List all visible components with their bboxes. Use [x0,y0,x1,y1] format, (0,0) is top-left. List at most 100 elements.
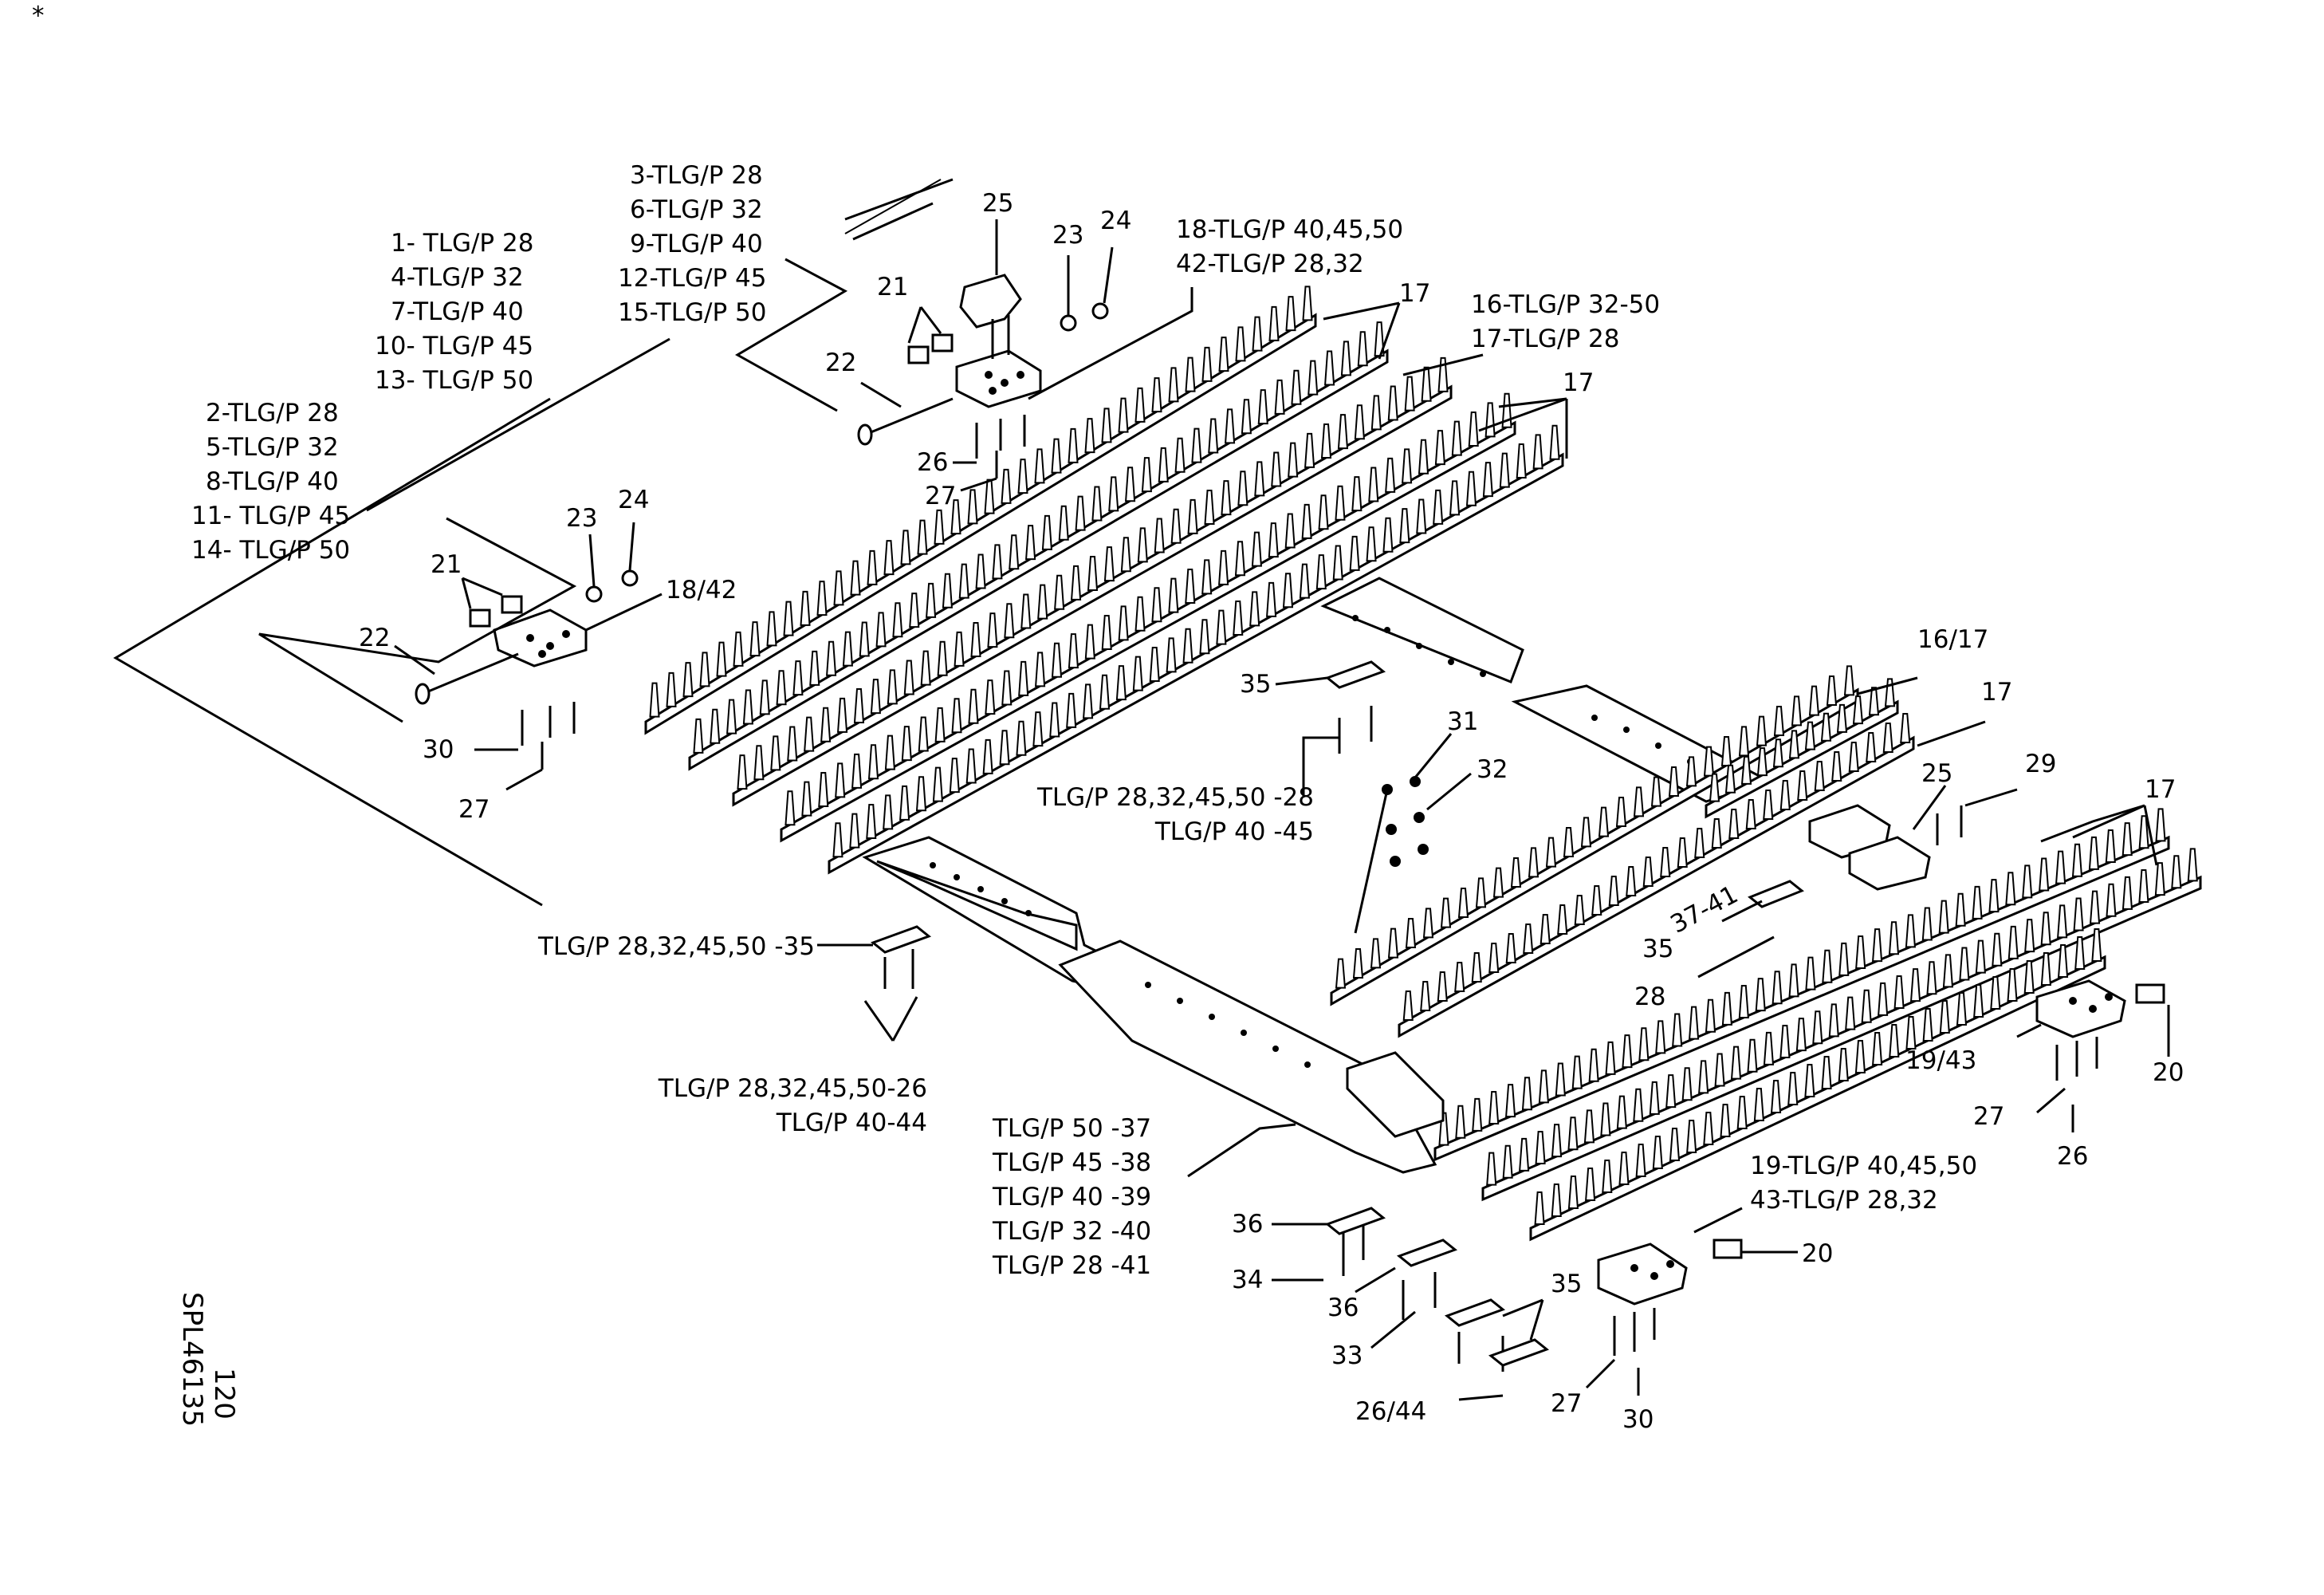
tine [1808,685,1820,716]
tine [1521,1077,1533,1111]
tine [1302,286,1313,321]
callout-15: 15-TLG/P 50 [618,298,766,327]
item-29: 29 [2025,750,2056,778]
tine [1041,514,1052,550]
tine [1795,1018,1807,1052]
tine [1101,408,1112,443]
tine [1237,471,1249,506]
tine [1125,467,1136,502]
tine [2023,960,2035,994]
tine [1422,908,1434,939]
tine [1137,527,1148,563]
tine [699,652,710,687]
item-18-42: 18/42 [666,576,737,605]
mounting-plate [1346,1051,1445,1138]
tine [1168,577,1179,613]
frame-rails [862,577,1773,1174]
tine [866,804,877,840]
tine [1831,751,1842,782]
tine [1472,1097,1483,1132]
tine [1755,978,1766,1012]
tine [1669,1128,1681,1161]
tine [1878,982,1889,1016]
tine [1324,350,1335,386]
tine [2106,883,2117,917]
tine [1797,770,1808,801]
tine [1926,961,1937,995]
tine [1254,461,1265,497]
tine [833,570,844,606]
tine [1340,341,1351,376]
item-34: 34 [1232,1266,1263,1294]
tine [1567,1176,1579,1209]
tine [1191,427,1202,463]
item-25-right: 25 [1921,759,1952,788]
tine [1221,480,1232,516]
tine [2121,876,2133,910]
tine [784,790,796,826]
tine [801,781,812,817]
tine [1677,837,1688,868]
tine [1118,605,1129,641]
lower-rail-piece [876,860,1078,951]
tine [1335,485,1346,521]
left-tine-block [644,286,1564,875]
tine [851,753,863,789]
tine [1861,989,1872,1023]
tine [1084,624,1095,660]
tine [1418,439,1429,475]
tine [1615,797,1627,827]
tine [1821,1056,1832,1089]
tine [1532,434,1543,470]
tine [1635,1144,1646,1177]
tine [766,611,777,647]
callout-10: 10- TLG/P 45 [375,332,533,360]
tine [792,660,804,696]
tine [1788,963,1799,998]
tine [909,593,920,628]
tine [1580,817,1592,848]
tine [1492,867,1504,898]
tine [1905,914,1916,948]
item-16-17: 16/17 [1917,625,1988,654]
tine [1282,573,1294,608]
tine [816,581,828,616]
tine [1585,1168,1596,1201]
tine [1866,732,1877,762]
tine [1598,806,1610,837]
tine [1488,943,1500,973]
hinge-bracket-right-lower [1597,1243,1688,1306]
tine [1032,711,1044,747]
tine [2057,904,2068,939]
tine [783,601,794,636]
callout-28-45-b: TLG/P 40 -45 [1154,817,1314,846]
tine [975,553,986,589]
tine [1709,773,1720,802]
tine [1838,1048,1849,1081]
callout-1: 1- TLG/P 28 [391,229,533,258]
tine [1703,746,1715,777]
tine [1893,975,1905,1009]
tine [1900,713,1911,743]
item-27-low: 27 [1551,1389,1582,1418]
tine [1747,1038,1758,1073]
tine [1103,546,1115,582]
tine [1416,498,1427,534]
tine [2039,857,2050,892]
rail-holes [930,615,1693,1068]
tine [1814,761,1825,791]
tine [1134,387,1146,423]
tine [1975,939,1986,974]
tine [859,621,870,657]
tine [1218,337,1229,372]
tine [901,726,912,762]
tine [1938,900,1949,934]
tine [1753,1088,1764,1121]
clamp-plate [870,925,932,954]
tine [954,631,965,667]
tine [853,688,865,724]
tine [1738,726,1750,757]
tine [1724,764,1736,794]
tine [958,563,969,599]
tine [1151,587,1162,623]
